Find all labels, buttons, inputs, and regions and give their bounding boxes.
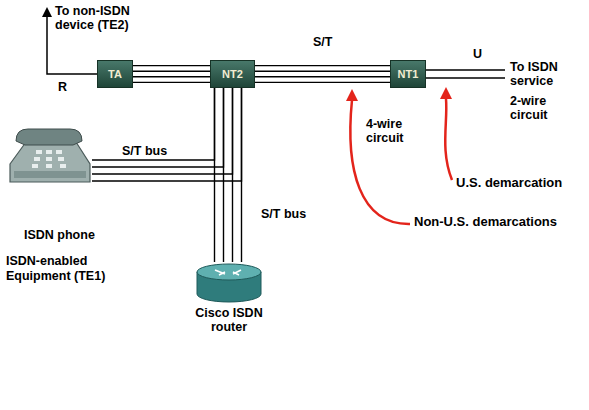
annotation-label: To ISDN service [510, 60, 574, 89]
bus-connector [255, 66, 390, 83]
demarcation-arrowhead [346, 89, 358, 101]
bus-wire [133, 76, 210, 77]
bus-wire [255, 65, 390, 66]
bus-wire [255, 82, 390, 83]
demarcation-arrowhead [440, 87, 452, 99]
bus-wire [232, 88, 233, 262]
device-type: ISDN-enabled Equipment (TE1) [6, 254, 124, 283]
bus-connector [92, 88, 242, 181]
box-label: NT2 [222, 68, 243, 80]
annotation-label: Non-U.S. demarcations [414, 215, 557, 230]
demarcation-arrow [445, 99, 452, 180]
annotation-label: 2-wire circuit [510, 94, 566, 123]
bus-label: S/T [311, 35, 334, 49]
bus-wire [241, 88, 242, 262]
bus-wire [255, 70, 390, 71]
annotation-label: U.S. demarcation [456, 176, 562, 191]
cisco-router: Cisco ISDN router [185, 262, 273, 335]
bus-wire [255, 76, 390, 77]
bus-wire [92, 88, 233, 174]
device-name: Cisco ISDN router [185, 306, 273, 335]
isdn-phone: ISDN phoneISDN-enabled Equipment (TE1) [6, 124, 131, 283]
annotation-label: 4-wire circuit [366, 117, 418, 146]
network-box: NT1 [390, 60, 426, 88]
bus-connector [215, 88, 242, 262]
bus-wire [133, 70, 210, 71]
network-box: NT2 [210, 60, 255, 88]
phone-icon [6, 124, 92, 186]
box-label: NT1 [398, 68, 419, 80]
bus-wire [92, 88, 224, 167]
bus-connector [133, 66, 210, 83]
network-box: TA [97, 60, 133, 88]
bus-wire [92, 88, 242, 181]
router-icon [195, 262, 263, 304]
bus-label: S/T bus [259, 207, 308, 221]
r-arrowhead [42, 7, 52, 17]
bus-wire [133, 82, 210, 83]
u-wire [426, 77, 505, 79]
u-wire [426, 69, 505, 71]
annotation-label: R [58, 80, 67, 94]
annotation-label: To non-ISDN device (TE2) [55, 4, 147, 33]
box-label: TA [108, 68, 122, 80]
bus-wire [133, 65, 210, 66]
bus-label: S/T bus [120, 144, 169, 158]
device-name: ISDN phone [24, 228, 131, 242]
bus-wire [92, 88, 215, 160]
annotation-label: U [473, 47, 482, 61]
bus-wire [223, 88, 224, 262]
bus-wire [214, 88, 215, 262]
